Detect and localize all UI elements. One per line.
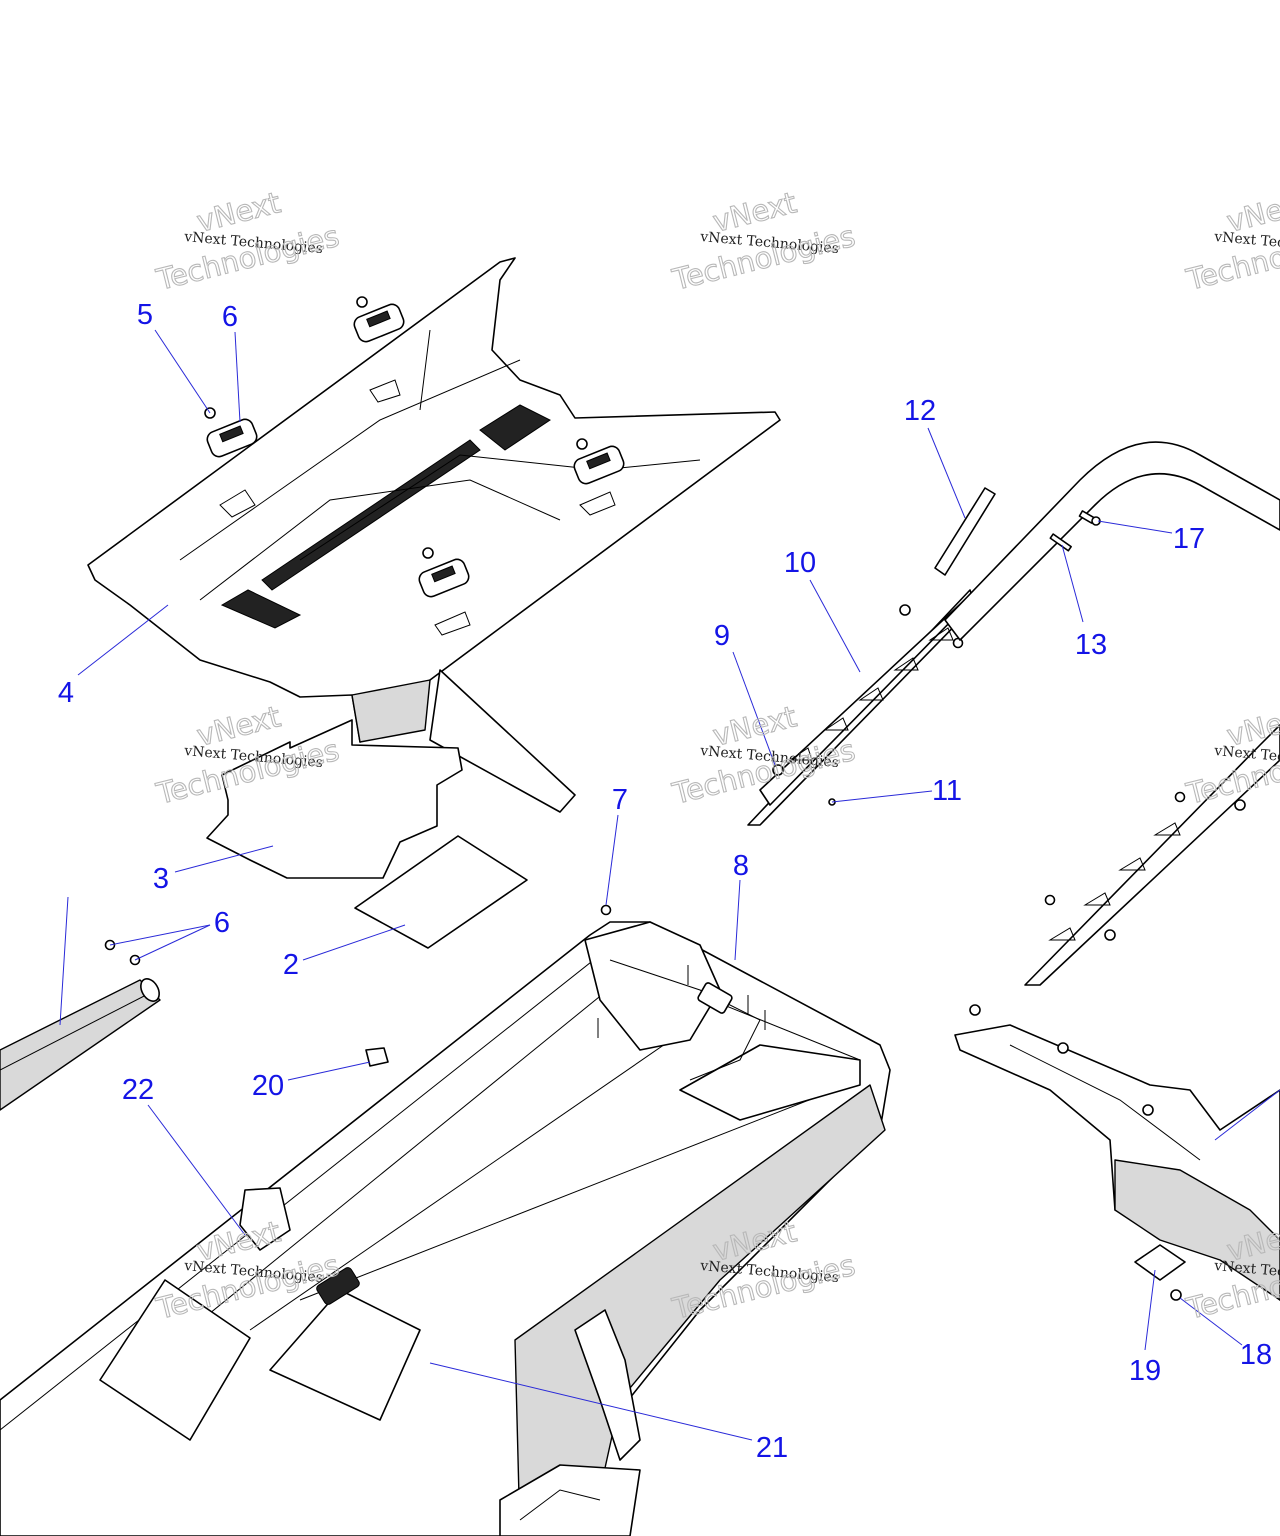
callout-2: 3 bbox=[153, 863, 169, 895]
part-20-label bbox=[99, 1279, 421, 1441]
part-13-screw bbox=[1078, 510, 1101, 526]
callout-13: 17 bbox=[1173, 523, 1205, 555]
watermark-big-2: Technologies bbox=[152, 219, 342, 297]
callout-11: 12 bbox=[904, 395, 936, 427]
callout-19: 20 bbox=[252, 1070, 284, 1102]
leader-lines bbox=[59, 329, 1280, 1441]
callout-4: 5 bbox=[137, 299, 153, 331]
part-1-label bbox=[354, 835, 528, 949]
callout-3: 4 bbox=[58, 677, 74, 709]
rear-suspension-arm bbox=[499, 1309, 641, 1536]
watermark-top-left: vNext Technologies vNext Technologies bbox=[152, 185, 343, 298]
watermark-mid-right: vNext Technologies vNext Technologies bbox=[1182, 699, 1280, 812]
callout-5: 6 bbox=[222, 301, 238, 333]
watermark-big-1: vNext bbox=[709, 185, 799, 238]
watermark-big-1: vNext bbox=[193, 699, 283, 752]
part-12-pin bbox=[1049, 533, 1072, 552]
callout-17: 18 bbox=[1240, 1339, 1272, 1371]
callout-18: 19 bbox=[1129, 1355, 1161, 1387]
callout-10: 11 bbox=[932, 775, 962, 807]
watermark-big-2: Technologies bbox=[668, 219, 858, 297]
rear-bracket bbox=[954, 1004, 1280, 1301]
callout-12: 13 bbox=[1075, 629, 1107, 661]
part-18-plate bbox=[1134, 1244, 1186, 1281]
part-8-nut bbox=[772, 764, 784, 776]
part-21-connector bbox=[239, 1187, 360, 1305]
part-22-rail bbox=[0, 978, 161, 1111]
watermark-big-1: vNext bbox=[709, 699, 799, 752]
part-2-mat bbox=[206, 719, 463, 879]
watermark-top-center: vNext Technologies vNext Technologies bbox=[668, 185, 859, 298]
watermark-top-right: vNext Technologies vNext Technologies bbox=[1182, 185, 1280, 298]
callout-6a: 6 bbox=[214, 907, 230, 939]
rail-nut-icon bbox=[899, 604, 911, 616]
callouts: 5 6 4 3 2 6 7 8 9 10 11 12 13 17 18 19 2… bbox=[58, 299, 1272, 1464]
callout-9: 10 bbox=[784, 547, 816, 579]
right-side-rail bbox=[1024, 724, 1280, 986]
callout-8: 9 bbox=[714, 620, 730, 652]
part-3-seat-base bbox=[87, 257, 781, 813]
part-11-bracket bbox=[934, 487, 996, 576]
watermark-big-1: vNext bbox=[1223, 185, 1280, 238]
callout-20: 21 bbox=[756, 1432, 788, 1464]
part-6-screw bbox=[104, 904, 612, 966]
callout-7: 8 bbox=[733, 850, 749, 882]
callout-21: 22 bbox=[122, 1074, 154, 1106]
callout-6b: 7 bbox=[612, 784, 628, 816]
watermark-big-1: vNext bbox=[193, 185, 283, 238]
loop-handle bbox=[944, 441, 1280, 641]
part-17-screw bbox=[1170, 1289, 1182, 1301]
callout-1: 2 bbox=[283, 949, 299, 981]
part-5-latch bbox=[206, 303, 625, 598]
part-19-clip bbox=[365, 1047, 389, 1067]
